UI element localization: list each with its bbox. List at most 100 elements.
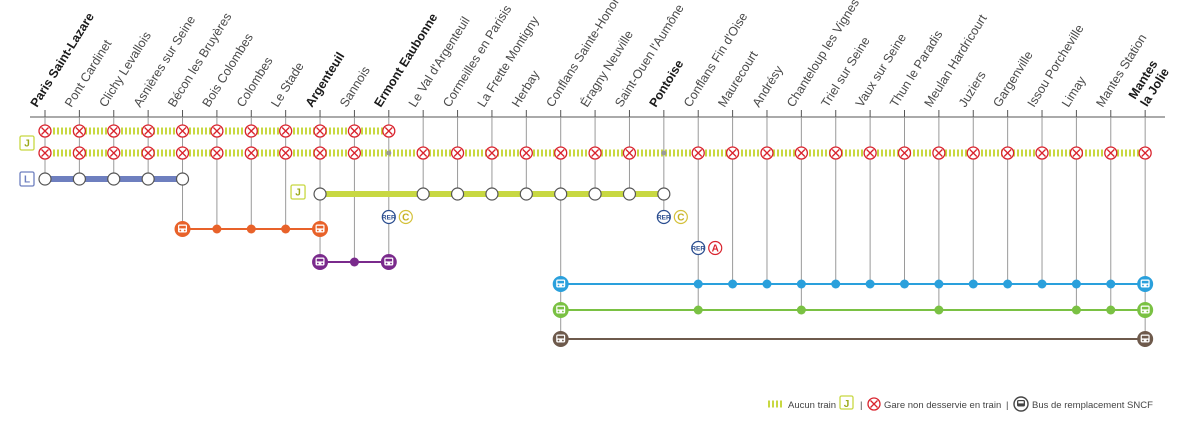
- bus-stop: [1071, 305, 1081, 315]
- bus-route-green: [552, 302, 1154, 318]
- j-pontoise-badge: J: [290, 184, 306, 200]
- bus-icon: [1137, 331, 1154, 347]
- rer-icon: [691, 240, 706, 256]
- bus-icon: [1137, 276, 1154, 292]
- bus-route-purple: [312, 254, 397, 270]
- l-line-badge-label: L: [24, 175, 30, 186]
- station-stop: [107, 172, 121, 186]
- station-dot: [661, 150, 667, 156]
- station-stop: [175, 172, 190, 186]
- station-label: Herbay: [509, 67, 543, 109]
- bus-stop: [796, 305, 806, 315]
- l-line-badge: [19, 171, 35, 187]
- legend-closed-icon: [867, 397, 881, 411]
- bus-stop: [1037, 279, 1047, 289]
- station-stop: [313, 187, 327, 201]
- station-stop: [657, 187, 671, 201]
- legend-bus-icon: [1013, 396, 1029, 412]
- legend-separator-2: |: [1006, 400, 1008, 411]
- train-lines: J L J: [19, 124, 1152, 201]
- closed-station-icon: [794, 146, 809, 160]
- closed-station-icon: [1138, 146, 1152, 160]
- rer-icon: [656, 209, 671, 225]
- closed-station-icon: [175, 146, 190, 160]
- rer-line-c-icon: [398, 209, 413, 225]
- j-pontoise-badge-label: J: [295, 188, 301, 199]
- bus-stop: [831, 279, 841, 289]
- closed-station-icon: [107, 146, 121, 160]
- station-stop: [416, 187, 430, 201]
- closed-station-icon: [347, 124, 362, 138]
- station-label: Conflans Fin d'Oise: [681, 10, 750, 110]
- bus-stop: [693, 305, 703, 315]
- closed-station-icon: [829, 146, 843, 160]
- bus-stop: [934, 305, 944, 315]
- rer-line-label: C: [677, 213, 684, 224]
- station-stop: [141, 172, 155, 186]
- bus-stop: [1003, 279, 1013, 289]
- bus-stop: [934, 279, 944, 289]
- closed-station-icon: [210, 124, 224, 138]
- rer-line-c-icon: [673, 209, 688, 225]
- rer-icon-label: RER: [691, 245, 705, 252]
- bus-icon: [552, 302, 569, 318]
- bus-icon: [380, 254, 397, 270]
- closed-station-icon: [107, 124, 121, 138]
- rer-line-a-icon: [708, 240, 723, 256]
- closed-station-icon: [622, 146, 637, 160]
- closed-station-icon: [691, 146, 705, 160]
- closed-station-icon: [1035, 146, 1049, 160]
- rer-line-label: A: [712, 244, 719, 255]
- closed-station-icon: [554, 146, 568, 160]
- closed-station-icon: [347, 146, 362, 160]
- closed-station-icon: [382, 124, 396, 138]
- legend: Aucun train J | Gare non desservie en tr…: [768, 395, 1153, 412]
- station-stop: [485, 187, 499, 201]
- bus-icon: [174, 221, 191, 237]
- bus-stop: [728, 279, 738, 289]
- bus-icon: [1137, 302, 1154, 318]
- station-stop: [588, 187, 602, 201]
- closed-station-icon: [244, 124, 258, 138]
- closed-station-icon: [38, 146, 52, 160]
- j-line-badge-label: J: [24, 139, 30, 150]
- bus-stop: [796, 279, 806, 289]
- bus-stop: [693, 279, 703, 289]
- closed-station-icon: [863, 146, 877, 160]
- rer-icon: [381, 209, 396, 225]
- bus-stop: [246, 224, 256, 234]
- station-label: Limay: [1059, 73, 1089, 109]
- bus-routes: [174, 221, 1154, 347]
- closed-station-icon: [141, 124, 155, 138]
- rer-connection: RER A: [691, 240, 723, 256]
- station-stop: [38, 172, 52, 186]
- station-label: La Frette Montigny: [475, 13, 542, 109]
- closed-station-icon: [1000, 146, 1015, 160]
- bus-stop: [281, 224, 291, 234]
- station-label: Bécon les Bruyères: [165, 10, 234, 109]
- closed-station-icon: [1104, 146, 1118, 160]
- station-dot: [386, 150, 392, 156]
- bus-icon: [552, 331, 569, 347]
- station-stop: [450, 187, 465, 201]
- bus-stop: [865, 279, 875, 289]
- closed-station-icon: [72, 124, 87, 138]
- closed-station-icon: [38, 124, 52, 138]
- closed-station-icon: [244, 146, 258, 160]
- closed-station-icon: [313, 124, 327, 138]
- station-label: Le Stade: [268, 60, 306, 110]
- rer-line-label: C: [402, 213, 409, 224]
- closed-station-icon: [485, 146, 499, 160]
- station-label: Juziers: [956, 69, 989, 110]
- station-label: Paris Saint-Lazare: [28, 10, 97, 109]
- bus-icon: [312, 254, 329, 270]
- bus-stop: [1071, 279, 1081, 289]
- station-verticals: [44, 117, 1146, 339]
- station-label: Ermont Eaubonne: [371, 11, 440, 110]
- station-label: Sannois: [337, 64, 373, 110]
- bus-icon: [552, 276, 569, 292]
- closed-station-icon: [72, 146, 87, 160]
